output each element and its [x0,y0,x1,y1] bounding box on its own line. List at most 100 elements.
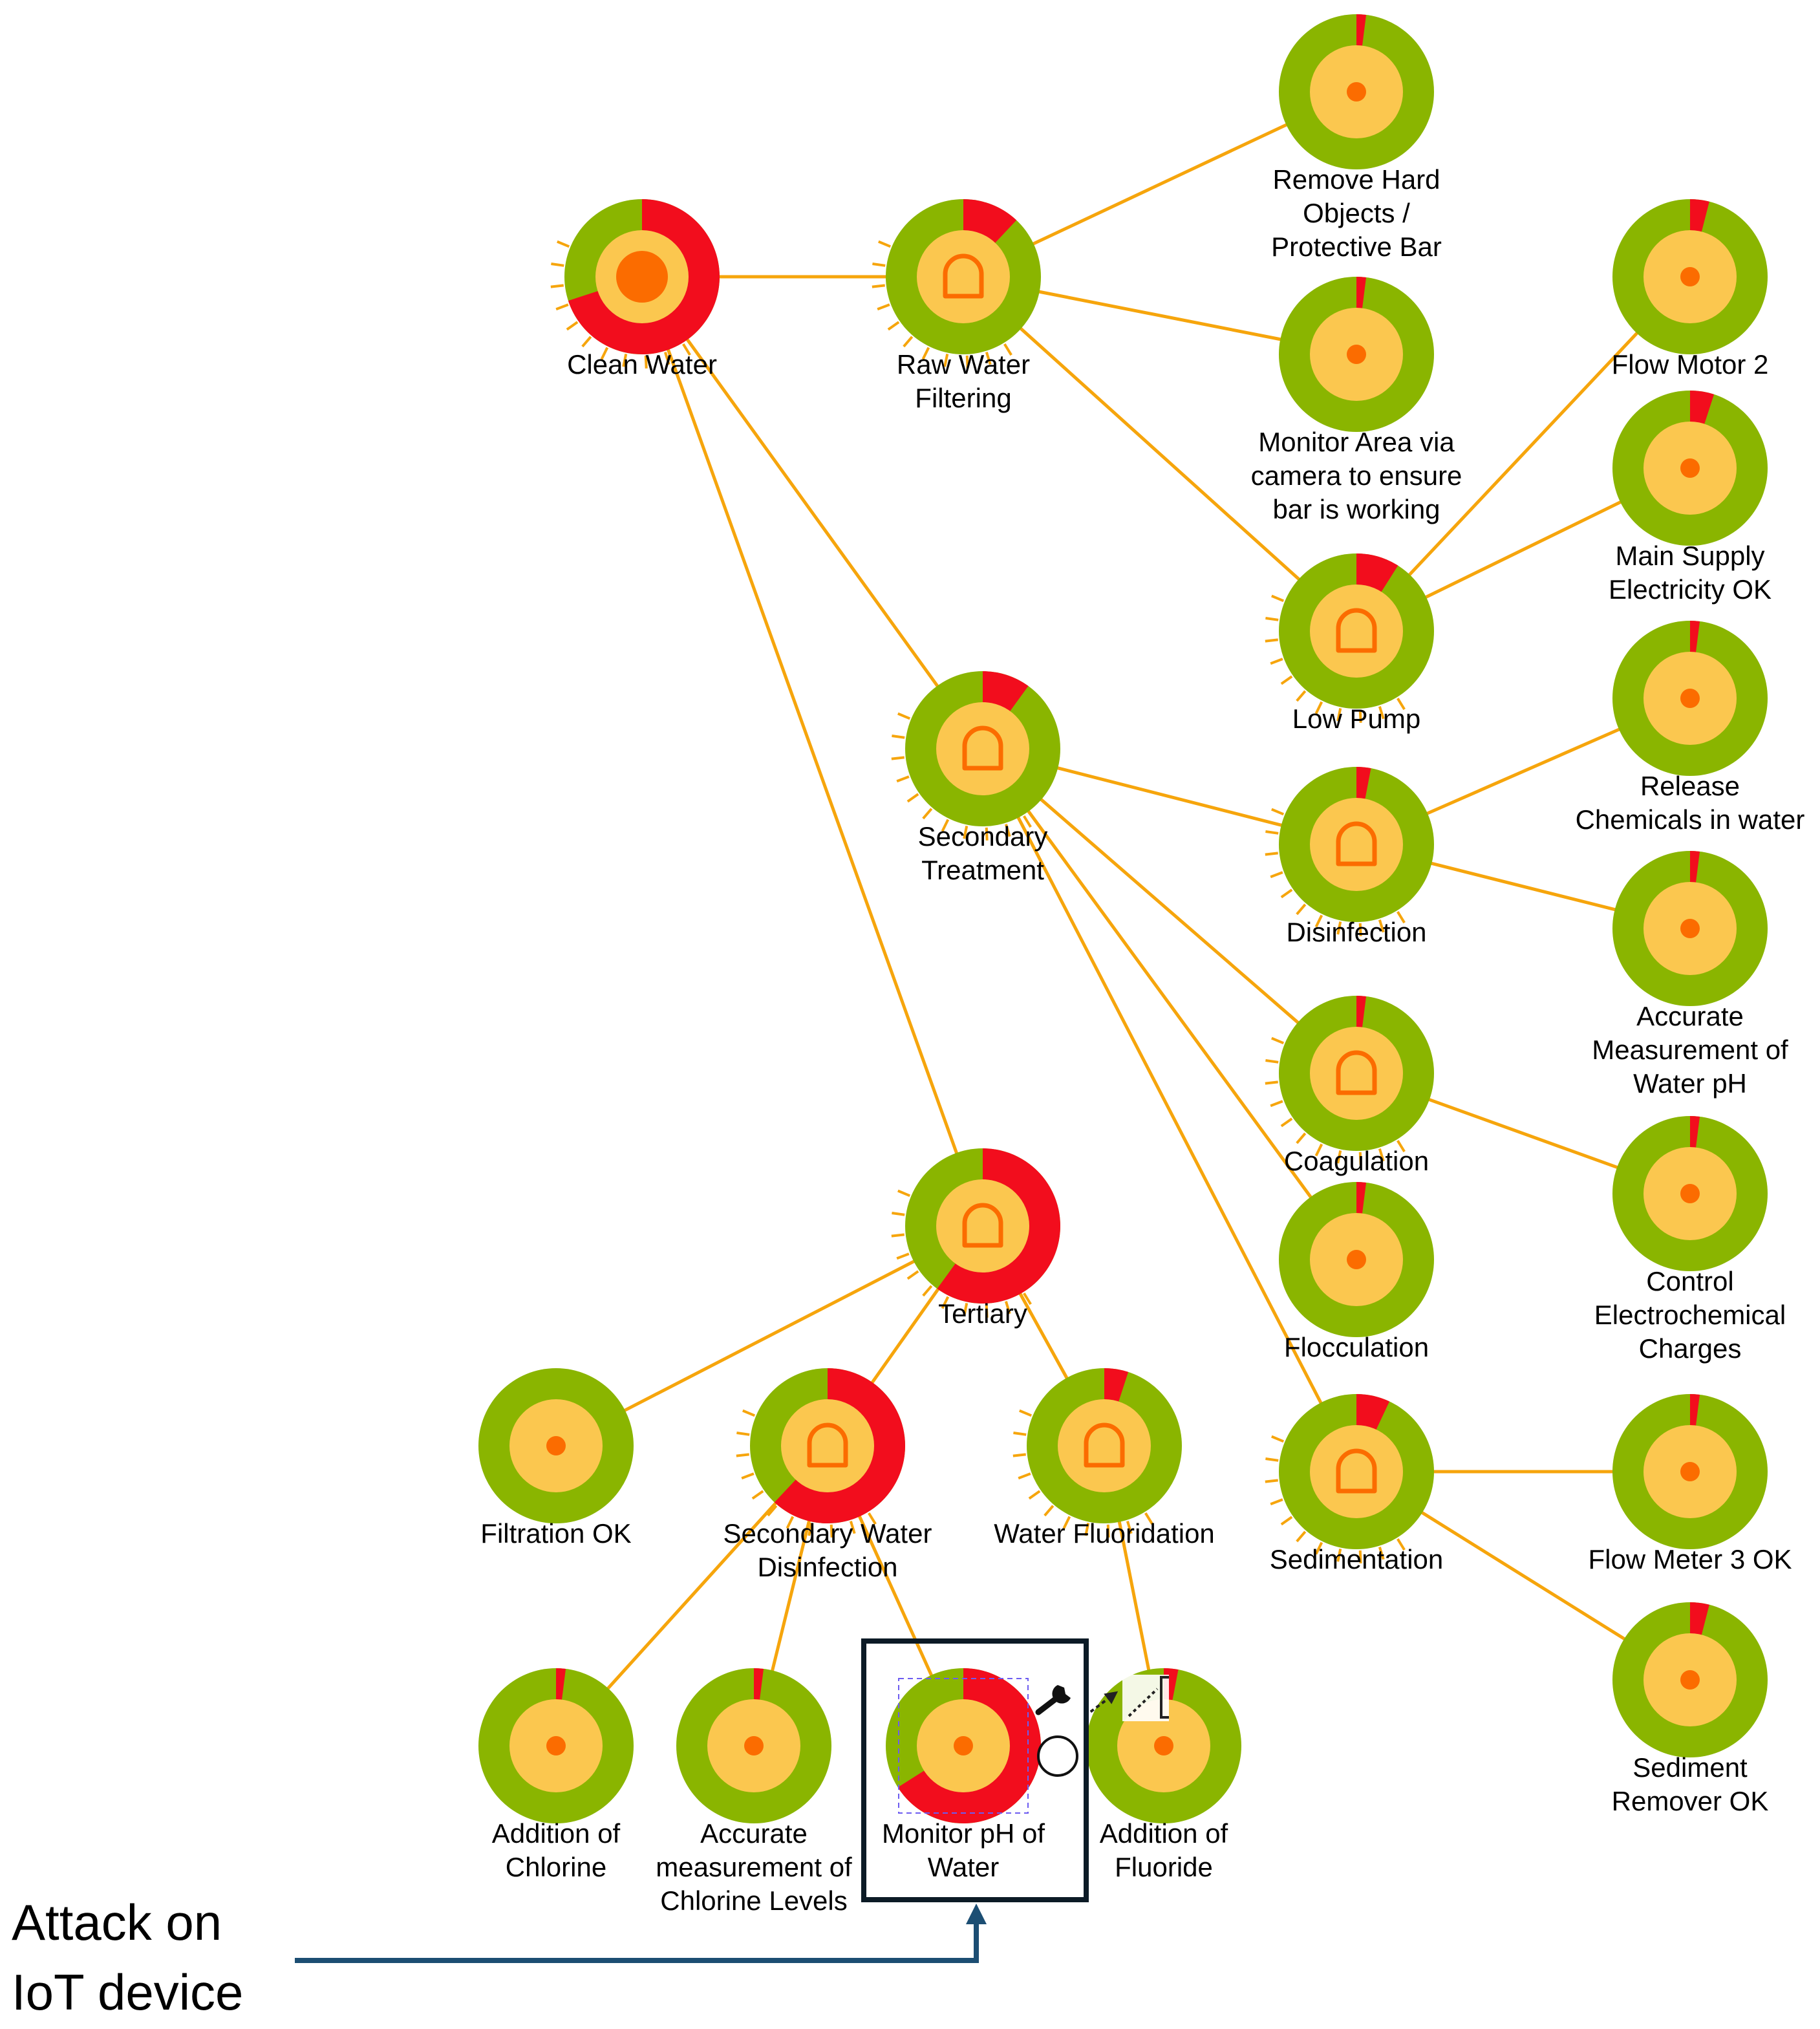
node-label-line: Control [1646,1266,1733,1296]
node-label-line: Objects / [1303,198,1410,228]
node-flow-meter-3[interactable]: Flow Meter 3 OK [1588,1394,1792,1574]
node-rays [736,1409,877,1538]
circle-icon[interactable] [1037,1735,1078,1777]
leaf-dot-icon [1154,1736,1173,1755]
node-water-fluoridation[interactable]: Water Fluoridation [994,1368,1215,1549]
node-label-line: Chlorine Levels [660,1885,848,1916]
node-label-line: Tertiary [938,1298,1027,1329]
edge-filtration-ok-to-tertiary[interactable] [623,1260,915,1412]
edge-remove-hard-objects-to-raw-water-filtering[interactable] [1032,123,1288,246]
node-label-line: Secondary Water [723,1518,932,1549]
node-core [936,1179,1029,1272]
node-flocculation[interactable]: Flocculation [1279,1182,1434,1362]
edge-coagulation-to-secondary-treatment[interactable] [1040,798,1300,1024]
edge-sediment-remover-to-sedimentation[interactable] [1420,1511,1626,1640]
node-core [936,702,1029,795]
and-gate-icon [807,1422,848,1468]
edge-water-fluoridation-to-tertiary[interactable] [1018,1292,1069,1380]
edge-secondary-water-disinfection-to-tertiary[interactable] [870,1287,940,1384]
edge-release-chemicals-to-disinfection[interactable] [1426,727,1621,815]
edge-flocculation-to-secondary-treatment[interactable] [1027,810,1312,1199]
node-core [1310,1027,1403,1120]
node-coagulation[interactable]: Coagulation [1265,996,1434,1176]
node-label-line: camera to ensure [1251,460,1462,491]
edge-tertiary-to-clean-water[interactable] [667,348,958,1155]
node-rays [1012,1409,1153,1538]
node-label-line: Accurate [1636,1001,1744,1031]
node-label-line: Water Fluoridation [994,1518,1215,1549]
node-disinfection[interactable]: Disinfection [1265,767,1434,947]
edge-control-electrochemical-to-coagulation[interactable] [1428,1098,1619,1169]
edge-secondary-treatment-to-clean-water[interactable] [685,338,939,688]
node-label: Disinfection [1286,917,1426,947]
node-label: Coagulation [1284,1146,1429,1176]
node-tertiary[interactable]: Tertiary [891,1148,1061,1329]
node-label-line: Addition of [492,1818,621,1849]
edge-monitor-area-camera-to-raw-water-filtering[interactable] [1038,290,1282,341]
node-label-line: Fluoride [1115,1852,1213,1882]
node-core [1310,585,1403,678]
leaf-dot-icon [1680,458,1700,478]
node-label-line: Main Supply [1615,541,1764,571]
node-label-line: Filtering [915,383,1011,413]
wrench-icon[interactable] [1035,1685,1071,1715]
edge-disinfection-to-secondary-treatment[interactable] [1056,766,1283,827]
node-label-line: Chlorine [506,1852,606,1882]
node-flow-motor-2[interactable]: Flow Motor 2 [1612,199,1769,380]
annotation-arrow [295,1904,987,1963]
node-label-line: Disinfection [1286,917,1426,947]
node-core [1310,798,1403,891]
node-label-line: Electrochemical [1594,1300,1786,1330]
node-core [1058,1399,1151,1492]
link-arrow-icon[interactable] [1084,1675,1169,1721]
edge-monitor-ph-of-water-to-secondary-water-disinfection[interactable] [857,1514,934,1677]
node-label-line: Filtration OK [480,1518,631,1549]
node-label-line: measurement of [656,1852,852,1882]
node-label-line: Water [928,1852,999,1882]
selection-outline [898,1678,1029,1814]
leaf-dot-icon [1680,267,1700,286]
edge-main-supply-electricity-to-low-pump[interactable] [1424,500,1622,599]
edge-addition-of-fluoride-to-water-fluoridation[interactable] [1117,1520,1151,1671]
edge-low-pump-to-raw-water-filtering[interactable] [1019,327,1301,581]
node-rays [891,1189,1032,1318]
node-sedimentation[interactable]: Sedimentation [1265,1394,1443,1574]
edge-flow-motor-2-to-low-pump[interactable] [1408,331,1639,577]
node-label-line: Remover OK [1612,1786,1769,1816]
node-core [1310,1425,1403,1518]
node-rays [1265,1036,1406,1165]
leaf-dot-icon [1680,919,1700,938]
edge-accurate-measurement-chlorine-to-secondary-water-disinfection[interactable] [771,1519,811,1672]
node-label-line: Treatment [921,855,1044,885]
node-filtration-ok[interactable]: Filtration OK [478,1368,634,1549]
node-low-pump[interactable]: Low Pump [1265,553,1434,734]
edge-accurate-measurement-ph-to-disinfection[interactable] [1429,861,1617,912]
node-rays [550,240,691,369]
edge-sedimentation-to-secondary-treatment[interactable] [1016,816,1323,1404]
edge-addition-of-chlorine-to-secondary-water-disinfection[interactable] [606,1501,777,1690]
node-clean-water[interactable]: Clean Water [550,199,720,380]
